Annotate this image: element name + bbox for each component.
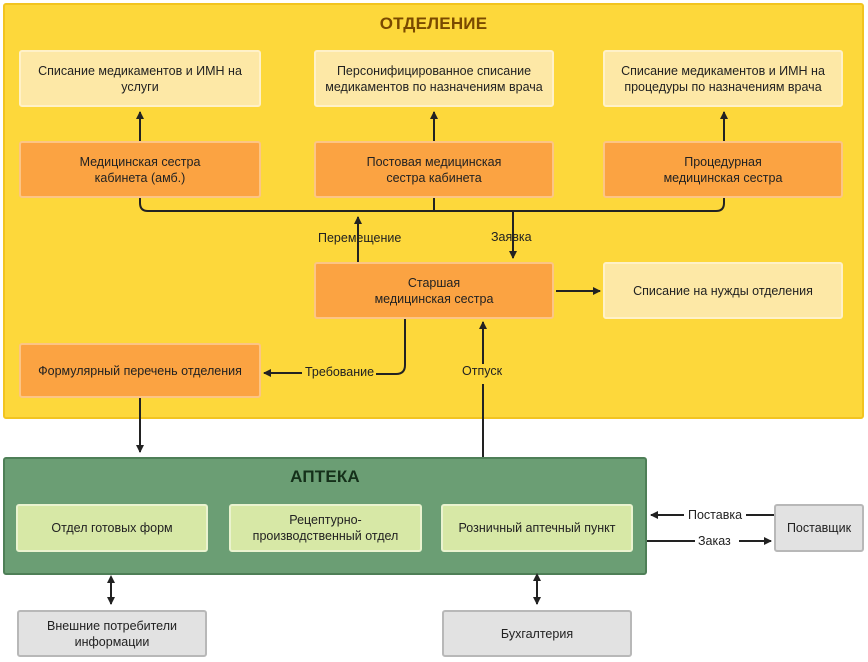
nurse-post-box: Постовая медицинская сестра кабинета bbox=[314, 141, 554, 198]
department-title: ОТДЕЛЕНИЕ bbox=[379, 14, 488, 33]
writeoff-services-text: Списание медикаментов и ИМН на услуги bbox=[38, 63, 242, 94]
nurse-procedure-box: Процедурная медицинская сестра bbox=[603, 141, 843, 198]
retail-point-box: Розничный аптечный пункт bbox=[441, 504, 633, 552]
writeoff-personal-box: Персонифицированное списание медикаменто… bbox=[314, 50, 554, 107]
retail-point-text: Розничный аптечный пункт bbox=[458, 521, 616, 535]
head-nurse-text: Старшая медицинская сестра bbox=[374, 275, 494, 306]
writeoff-personal-text: Персонифицированное списание медикаменто… bbox=[325, 63, 543, 94]
writeoff-procedures-box: Списание медикаментов и ИМН на процедуры… bbox=[603, 50, 843, 107]
supplier-box: Поставщик bbox=[774, 504, 864, 552]
release-label: Отпуск bbox=[462, 364, 503, 378]
accounting-box: Бухгалтерия bbox=[442, 610, 632, 657]
formulary-box: Формулярный перечень отделения bbox=[19, 343, 261, 398]
writeoff-department-box: Списание на нужды отделения bbox=[603, 262, 843, 319]
nurse-procedure-text: Процедурная медицинская сестра bbox=[663, 154, 783, 185]
head-nurse-box: Старшая медицинская сестра bbox=[314, 262, 554, 319]
writeoff-procedures-text: Списание медикаментов и ИМН на процедуры… bbox=[621, 63, 825, 94]
info-consumers-text: Внешние потребители информации bbox=[46, 618, 177, 649]
writeoff-department-text: Списание на нужды отделения bbox=[633, 283, 813, 298]
demand-line bbox=[376, 318, 406, 375]
formulary-text: Формулярный перечень отделения bbox=[38, 363, 242, 378]
ready-forms-box: Отдел готовых форм bbox=[16, 504, 208, 552]
pharmacy-title: АПТЕКА bbox=[290, 467, 360, 486]
supplier-text: Поставщик bbox=[786, 521, 852, 535]
request-label: Заявка bbox=[491, 230, 532, 244]
prescription-dept-text: Рецептурно-производственный отдел bbox=[252, 513, 399, 543]
accounting-text: Бухгалтерия bbox=[500, 626, 574, 641]
order-label: Заказ bbox=[698, 534, 731, 548]
nurse-cabinet-box: Медицинская сестра кабинета (амб.) bbox=[19, 141, 261, 198]
ready-forms-text: Отдел готовых форм bbox=[51, 521, 173, 535]
transfer-label: Перемещение bbox=[318, 231, 402, 245]
nurses-bracket bbox=[139, 198, 725, 212]
info-consumers-box: Внешние потребители информации bbox=[17, 610, 207, 657]
prescription-dept-box: Рецептурно-производственный отдел bbox=[229, 504, 422, 552]
delivery-label: Поставка bbox=[688, 508, 743, 522]
nurse-post-text: Постовая медицинская сестра кабинета bbox=[366, 154, 502, 185]
writeoff-services-box: Списание медикаментов и ИМН на услуги bbox=[19, 50, 261, 107]
demand-label: Требование bbox=[305, 365, 375, 379]
nurse-cabinet-text: Медицинская сестра кабинета (амб.) bbox=[79, 154, 201, 185]
